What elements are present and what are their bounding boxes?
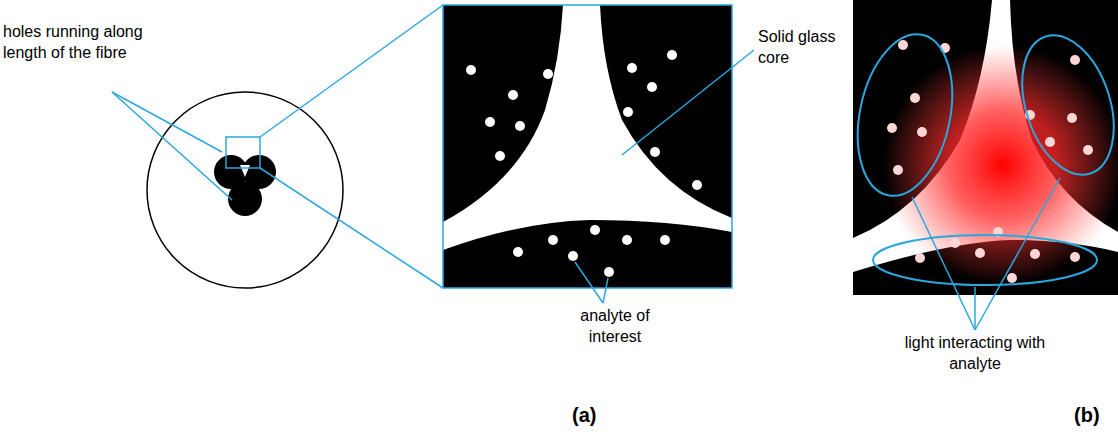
zoomed-core-panel <box>443 5 732 288</box>
panel-label: (b) <box>1074 402 1114 428</box>
leader-lines <box>912 178 1060 330</box>
light-panel <box>844 0 1118 295</box>
fibre-cross-section <box>147 92 343 288</box>
leader-lines <box>575 50 754 303</box>
leader-lines <box>112 92 232 200</box>
callout-label: analyte of interest <box>560 306 670 348</box>
zoom-lines <box>260 5 443 288</box>
callout-label: holes running along length of the fibre <box>3 22 153 64</box>
panel-label: (a) <box>572 402 612 428</box>
callout-label: Solid glass core <box>758 27 868 69</box>
callout-label: light interacting with analyte <box>895 333 1055 375</box>
